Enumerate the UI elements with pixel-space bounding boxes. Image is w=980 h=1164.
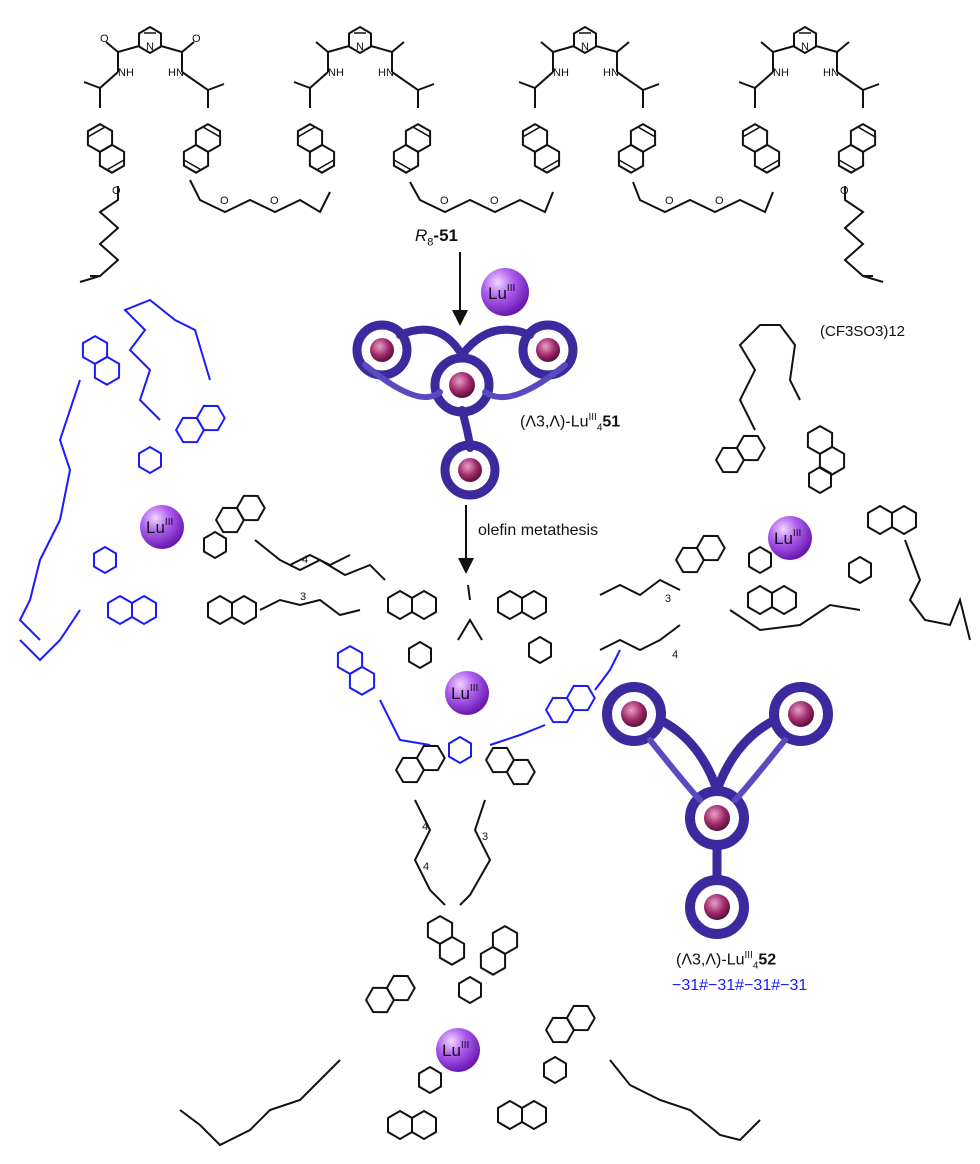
right-lu-sphere: LuIII [768,516,812,560]
hn-label: HN [168,67,184,79]
o-label: O [440,195,449,207]
o-label: O [490,195,499,207]
central-blue-strand [336,644,621,765]
lu-reagent-sphere: LuIII [481,268,529,316]
ligand-label-r8-51: R8-51 [415,226,458,249]
bottom-metal-unit [179,914,761,1147]
left-lu-sphere: LuIII [140,505,184,549]
svg-text:LuIII: LuIII [442,1040,469,1060]
hn-label: HN [603,67,619,79]
nh-label: NH [328,67,344,79]
right-metal-unit [674,324,971,641]
chain-count-labels: 4 3 3 4 4 4 3 [300,554,678,873]
nh-label: NH [553,67,569,79]
ligand-atom-labels: NH HN N O O NH HN N NH HN N NH HN N O O … [100,33,849,207]
o-label: O [112,185,121,197]
nh-label: NH [773,67,789,79]
svg-text:3: 3 [665,593,671,605]
complex-51-label: (Λ3,Λ)-LuIII451 [520,412,621,434]
n-label: N [581,41,589,53]
hn-label: HN [378,67,394,79]
counterion-label: (CF3SO3)12 [820,323,906,340]
arrow-1 [452,252,468,326]
helicate-52-cartoon [602,682,833,939]
central-metal-unit [387,584,552,906]
svg-text:LuIII: LuIII [451,683,478,703]
o-label: O [100,33,109,45]
svg-text:4: 4 [302,554,308,566]
svg-text:4: 4 [672,649,678,661]
o-label: O [220,195,229,207]
nh-label: NH [118,67,134,79]
svg-text:LuIII: LuIII [774,528,801,548]
o-label: O [270,195,279,207]
central-lu-sphere: LuIII [445,671,489,715]
linker-chains [289,553,681,652]
complex-52-label: (Λ3,Λ)-LuIII452 [676,950,777,972]
n-label: N [801,41,809,53]
svg-text:3: 3 [482,831,488,843]
svg-text:4: 4 [422,821,428,833]
helicate-51-cartoon [352,320,578,500]
hn-label: HN [823,67,839,79]
svg-text:4: 4 [423,861,429,873]
svg-text:3: 3 [300,591,306,603]
olefin-metathesis-label: olefin metathesis [478,522,599,539]
ligand-r8-51 [79,26,884,283]
helicate-52-cores [621,701,814,920]
helicate-51-cores [370,338,560,482]
bottom-lu-sphere: LuIII [436,1028,480,1072]
o-label: O [665,195,674,207]
left-metal-unit [18,298,226,662]
o-label: O [192,33,201,45]
o-label: O [715,195,724,207]
svg-text:LuIII: LuIII [146,517,173,537]
n-label: N [356,41,364,53]
left-metal-unit-black [203,494,386,626]
arrow-2 [458,505,474,574]
topology-label: −31#−31#−31#−31 [672,977,808,994]
svg-text:LuIII: LuIII [488,283,515,303]
n-label: N [146,41,154,53]
o-label: O [840,185,849,197]
